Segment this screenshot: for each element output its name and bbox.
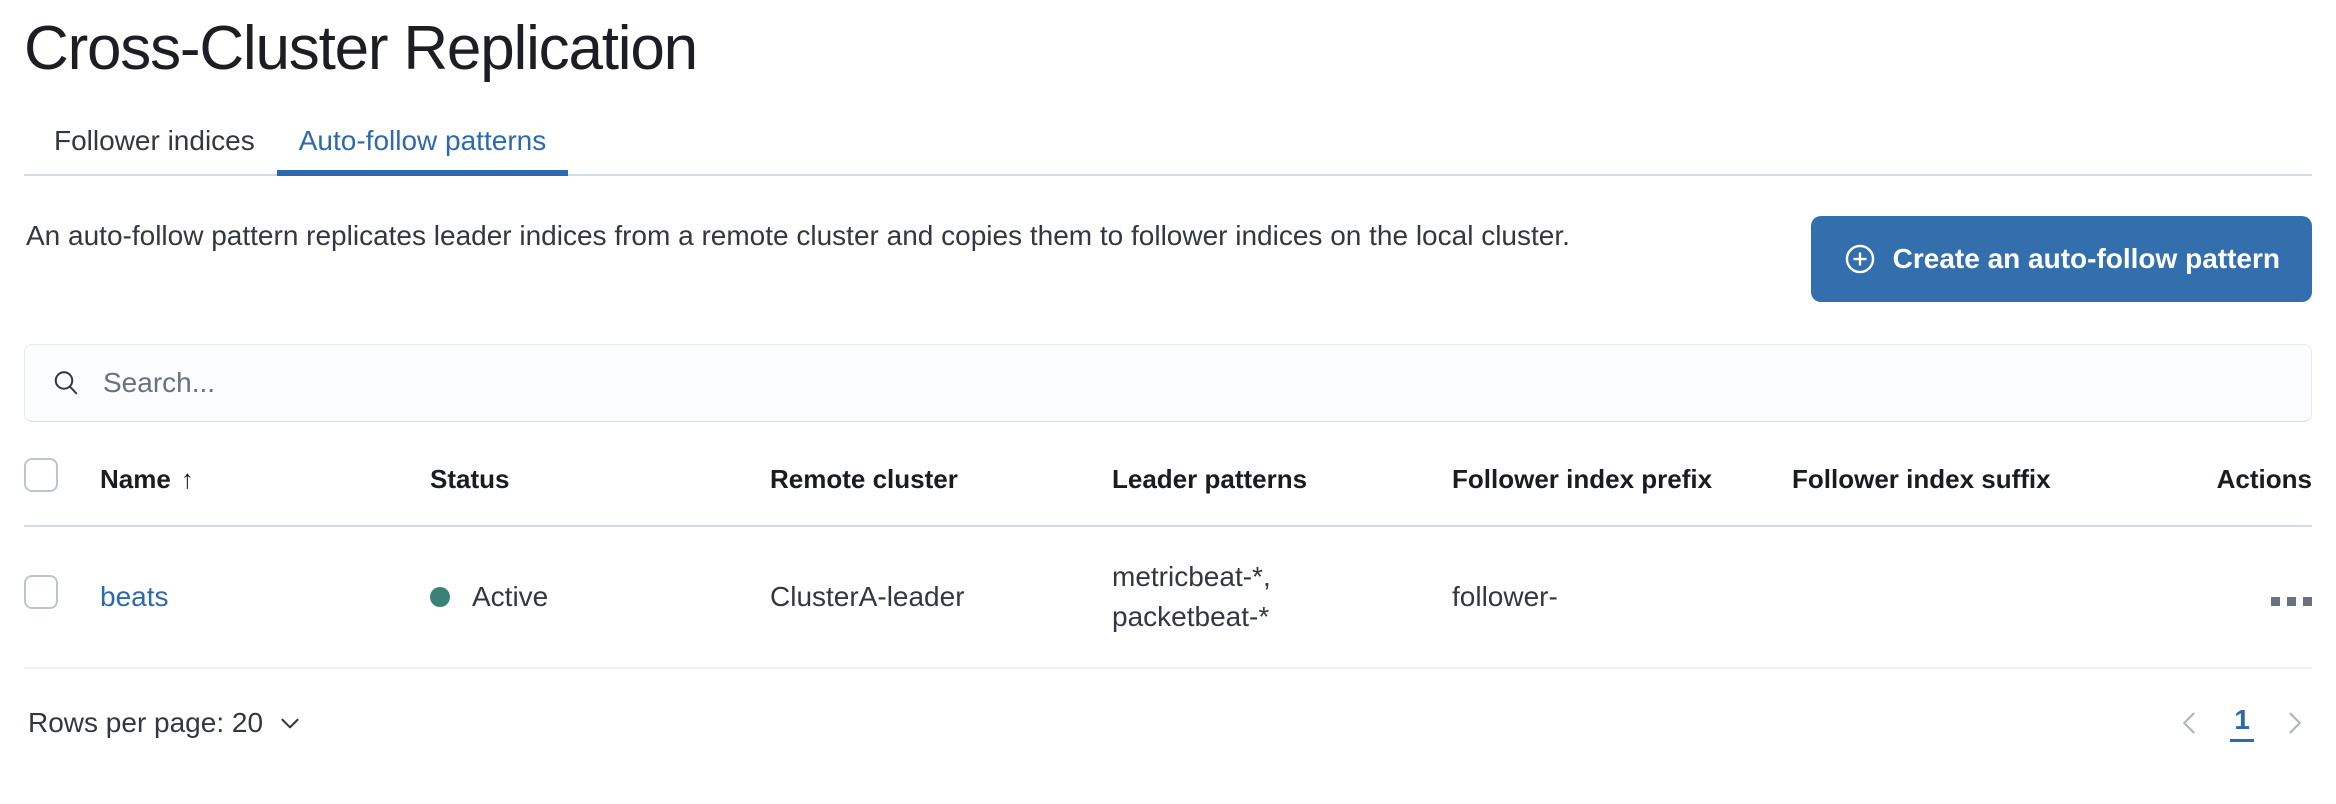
auto-follow-patterns-table: Name ↑ Status Remote cluster Leader patte… — [24, 458, 2312, 669]
tab-follower-indices[interactable]: Follower indices — [24, 124, 277, 176]
pagination-page-1[interactable]: 1 — [2230, 703, 2254, 742]
rows-per-page-selector[interactable]: Rows per page: 20 — [28, 707, 303, 739]
page-description: An auto-follow pattern replicates leader… — [26, 220, 1570, 251]
tab-bar: Follower indices Auto-follow patterns — [24, 114, 2312, 176]
intro-row: An auto-follow pattern replicates leader… — [24, 214, 2312, 302]
table-body: beats Active ClusterA-leader metricbeat-… — [24, 526, 2312, 668]
table-header: Name ↑ Status Remote cluster Leader patte… — [24, 458, 2312, 526]
table-row: beats Active ClusterA-leader metricbeat-… — [24, 526, 2312, 668]
cell-follower-index-prefix: follower- — [1452, 581, 1558, 612]
status-label: Active — [472, 581, 549, 612]
select-all-header — [24, 458, 100, 526]
create-button-label: Create an auto-follow pattern — [1892, 243, 2280, 274]
pagination: 1 — [2176, 703, 2308, 742]
arrow-up-icon: ↑ — [180, 463, 194, 494]
search-input[interactable] — [103, 367, 2285, 399]
leader-pattern-line-2: packetbeat-* — [1112, 601, 1270, 632]
ccr-page: Cross-Cluster Replication Follower indic… — [0, 4, 2336, 804]
column-header-follower-index-prefix[interactable]: Follower index prefix — [1452, 463, 1713, 494]
row-select-cell — [24, 526, 100, 668]
tab-auto-follow-patterns[interactable]: Auto-follow patterns — [276, 124, 569, 176]
pattern-name-link[interactable]: beats — [100, 581, 169, 612]
select-all-checkbox[interactable] — [24, 458, 58, 492]
cell-name: beats — [100, 526, 430, 668]
column-header-follower-index-suffix[interactable]: Follower index suffix — [1792, 463, 2051, 494]
plus-in-circle-icon — [1843, 242, 1877, 276]
column-header-status[interactable]: Status — [430, 463, 510, 494]
chevron-left-icon[interactable] — [2176, 709, 2204, 737]
chevron-down-icon — [277, 710, 303, 736]
cell-follower-index-suffix — [1792, 526, 2132, 668]
column-label-name: Name — [100, 463, 171, 494]
column-header-leader-patterns[interactable]: Leader patterns — [1112, 463, 1308, 494]
status-dot-icon — [430, 587, 450, 607]
create-auto-follow-pattern-button[interactable]: Create an auto-follow pattern — [1810, 216, 2312, 302]
chevron-right-icon[interactable] — [2280, 709, 2308, 737]
column-header-remote-cluster[interactable]: Remote cluster — [770, 463, 958, 494]
cell-remote-cluster: ClusterA-leader — [770, 581, 965, 612]
ellipsis-horizontal-icon[interactable] — [2263, 589, 2312, 614]
column-header-actions: Actions — [2216, 463, 2312, 494]
row-checkbox[interactable] — [24, 574, 58, 609]
cell-actions — [2132, 526, 2312, 668]
search-icon — [51, 368, 81, 398]
rows-per-page-label: Rows per page: 20 — [28, 706, 264, 738]
status-badge: Active — [430, 577, 770, 617]
cell-leader-patterns: metricbeat-*, packetbeat-* — [1112, 526, 1452, 668]
table-header-row: Name ↑ Status Remote cluster Leader patte… — [24, 458, 2312, 526]
column-header-name[interactable]: Name ↑ — [100, 458, 430, 526]
search-bar[interactable] — [24, 344, 2312, 422]
page-title: Cross-Cluster Replication — [24, 14, 698, 83]
cell-status: Active — [430, 526, 770, 668]
table-footer: Rows per page: 20 1 — [24, 703, 2312, 742]
leader-pattern-line-1: metricbeat-*, — [1112, 561, 1271, 592]
